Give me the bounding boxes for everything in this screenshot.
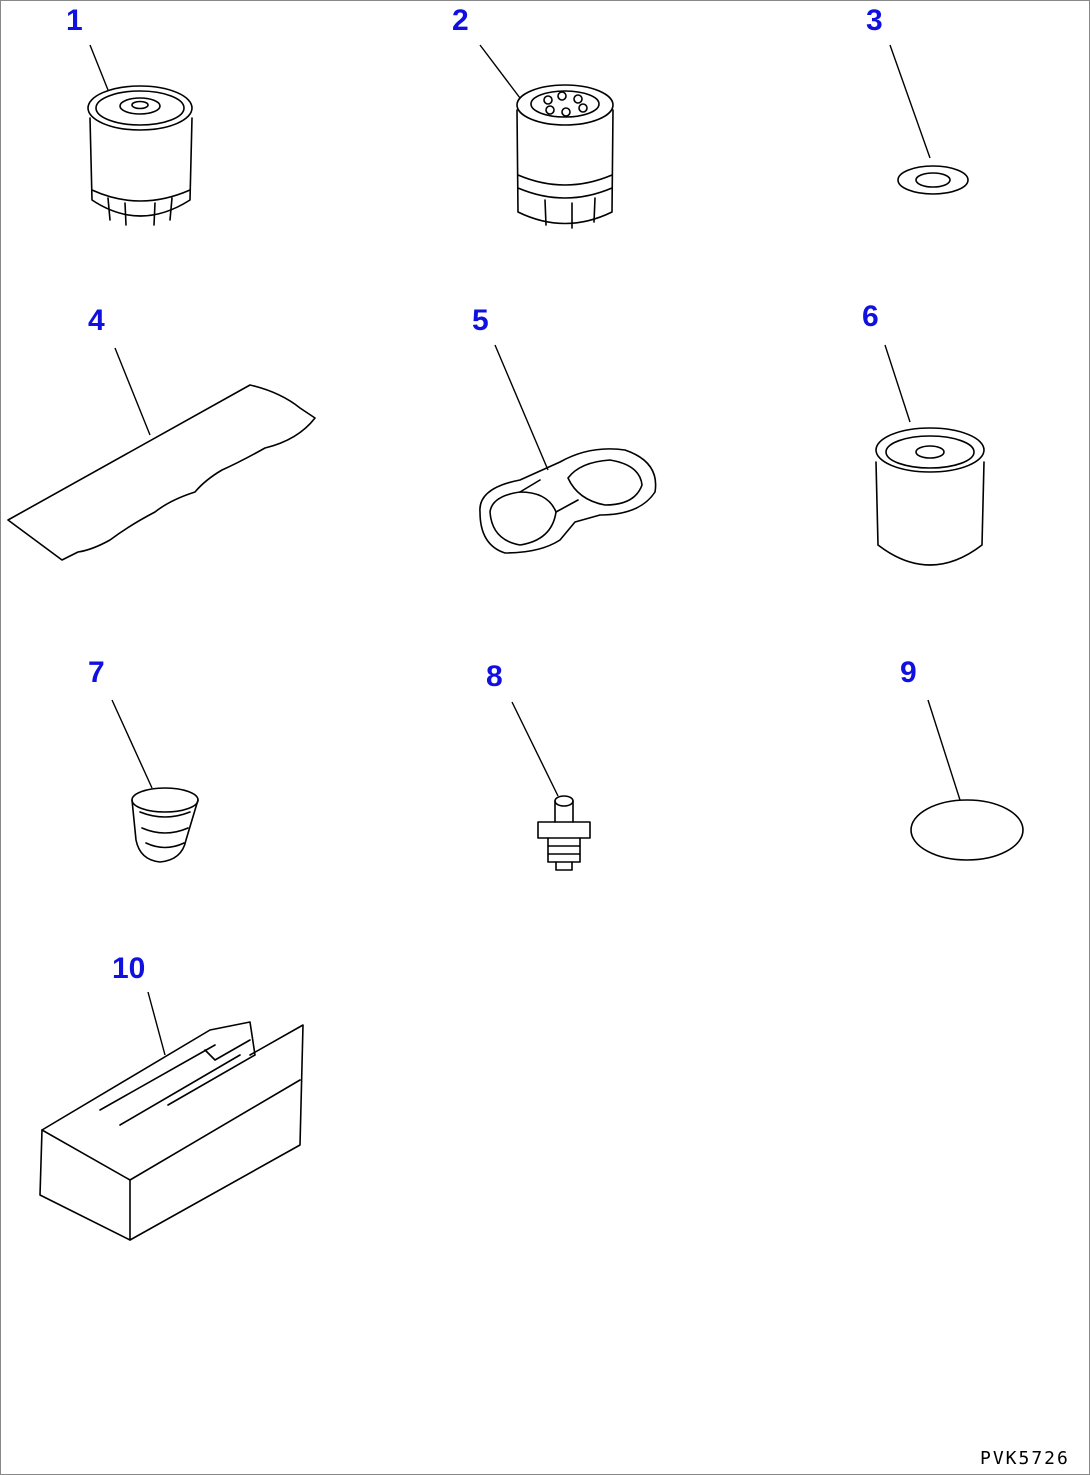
- callout-9: 9: [900, 656, 917, 689]
- part-10-box[interactable]: 10: [39, 952, 304, 1241]
- callout-2: 2: [452, 4, 469, 37]
- part-6-filter[interactable]: 6: [862, 300, 985, 566]
- callout-8: 8: [486, 660, 503, 693]
- callout-7: 7: [88, 656, 105, 689]
- part-2-fuel-filter[interactable]: 2: [452, 4, 614, 229]
- callout-3: 3: [866, 4, 883, 37]
- callout-4: 4: [88, 304, 105, 337]
- callout-5: 5: [472, 304, 489, 337]
- part-5-filter-wrench[interactable]: 5: [472, 304, 657, 554]
- drawing-code: PVK5726: [980, 1448, 1070, 1469]
- callout-10: 10: [112, 952, 145, 985]
- callout-1: 1: [66, 4, 83, 37]
- part-9-seal[interactable]: 9: [900, 656, 1024, 861]
- callout-6: 6: [862, 300, 879, 333]
- part-3-gasket[interactable]: 3: [866, 4, 969, 195]
- part-1-oil-filter[interactable]: 1: [66, 4, 193, 226]
- part-4-cloth[interactable]: 4: [7, 304, 316, 561]
- part-8-valve[interactable]: 8: [486, 660, 591, 871]
- part-7-plug[interactable]: 7: [88, 656, 199, 863]
